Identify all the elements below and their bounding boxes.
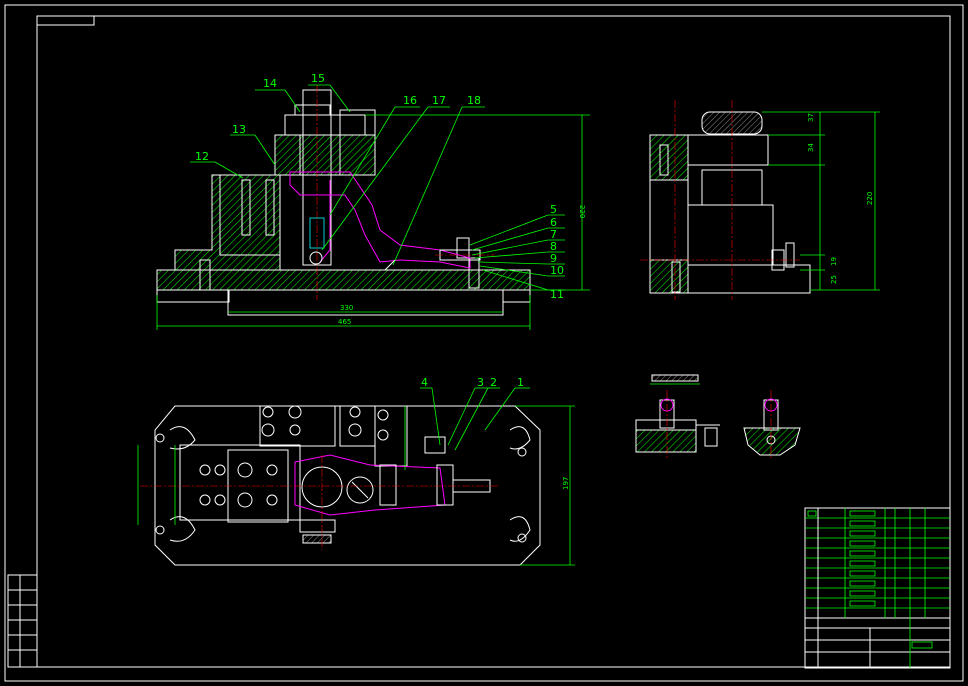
plan-dimensions: 197 — [137, 405, 575, 566]
corner-tag — [36, 15, 95, 26]
sheet-border-inner — [36, 15, 951, 668]
label-18: 18 — [467, 94, 481, 107]
label-5: 5 — [550, 203, 557, 216]
label-13: 13 — [232, 123, 246, 136]
label-2: 2 — [490, 376, 497, 389]
dim-side-25: 25 — [830, 275, 838, 284]
side-dimensions: 37 34 19 25 220 — [762, 111, 880, 291]
dim-plan-height: 197 — [562, 477, 570, 490]
left-margin-strip — [7, 574, 38, 668]
label-9: 9 — [550, 252, 557, 265]
sheet-border-outer — [4, 4, 964, 682]
label-14: 14 — [263, 77, 277, 90]
dim-side-34: 34 — [807, 143, 815, 152]
label-6: 6 — [550, 216, 557, 229]
label-11: 11 — [550, 288, 564, 301]
label-3: 3 — [477, 376, 484, 389]
detail-views — [635, 374, 801, 460]
clamp-column — [274, 134, 376, 176]
front-section-view — [156, 85, 531, 316]
label-16: 16 — [403, 94, 417, 107]
label-12: 12 — [195, 150, 209, 163]
leader-lines-front — [190, 84, 565, 291]
dim-side-37: 37 — [807, 113, 815, 122]
front-dimensions: 330 465 220 — [156, 114, 590, 330]
dim-front-height: 220 — [578, 205, 586, 218]
label-10: 10 — [550, 264, 564, 277]
label-17: 17 — [432, 94, 446, 107]
label-1: 1 — [517, 376, 524, 389]
dim-465: 465 — [338, 318, 351, 326]
dim-side-height: 220 — [866, 192, 874, 205]
leader-lines-plan — [420, 387, 530, 451]
label-4: 4 — [421, 376, 428, 389]
dim-330: 330 — [340, 304, 353, 312]
parts-list-table — [804, 507, 951, 669]
base-plate — [156, 269, 531, 291]
label-15: 15 — [311, 72, 325, 85]
fixture-body — [174, 174, 281, 271]
label-8: 8 — [550, 240, 557, 253]
plan-view — [140, 405, 541, 566]
label-7: 7 — [550, 228, 557, 241]
side-view — [640, 100, 811, 300]
dim-side-19: 19 — [830, 257, 838, 266]
